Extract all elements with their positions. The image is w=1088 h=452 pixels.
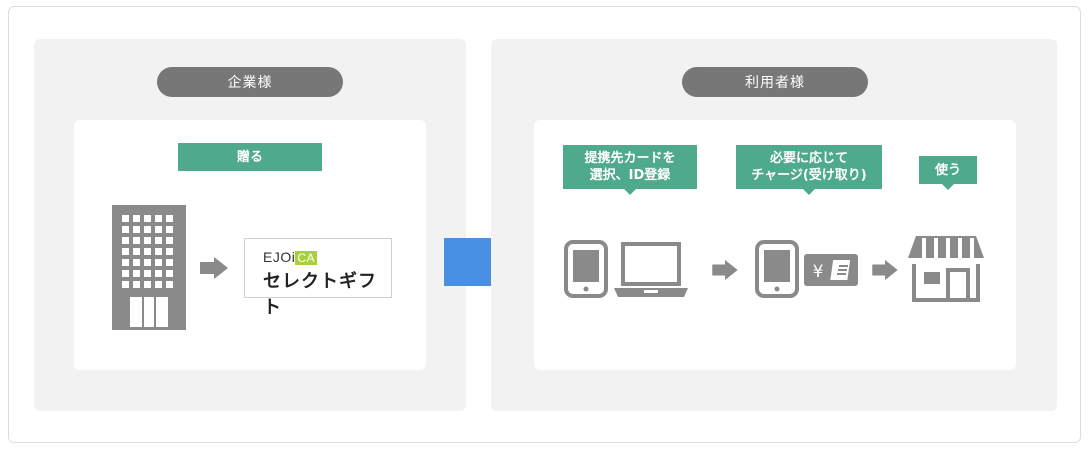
building-window xyxy=(166,248,173,255)
office-building-icon xyxy=(112,205,186,330)
building-window xyxy=(155,248,162,255)
building-window xyxy=(144,237,151,244)
arrow-right-icon xyxy=(712,260,738,280)
building-window xyxy=(144,226,151,233)
building-window xyxy=(122,270,129,277)
building-window xyxy=(122,281,129,288)
store-icon xyxy=(908,236,984,302)
step-charge-tag: 必要に応じて チャージ(受け取り) xyxy=(736,145,882,195)
logo-product-name: セレクトギフト xyxy=(263,271,377,318)
laptop-icon xyxy=(614,242,688,297)
building-window xyxy=(166,226,173,233)
logo-brand-suffix: CA xyxy=(295,251,318,265)
step-use-label: 使う xyxy=(934,162,961,178)
building-window xyxy=(155,270,162,277)
yen-receipt-icon: ¥ xyxy=(804,254,858,286)
user-header: 利用者様 xyxy=(682,67,868,97)
building-window xyxy=(144,270,151,277)
building-window xyxy=(133,215,140,222)
arrow-right-icon xyxy=(872,260,898,280)
step-register-line1: 提携先カードを xyxy=(584,151,676,166)
building-window xyxy=(166,215,173,222)
building-window xyxy=(133,270,140,277)
building-window xyxy=(144,259,151,266)
building-window xyxy=(144,281,151,288)
building-window xyxy=(122,248,129,255)
building-window xyxy=(166,281,173,288)
gift-tag: 贈る xyxy=(178,143,322,171)
building-window xyxy=(155,237,162,244)
building-window xyxy=(155,215,162,222)
building-window xyxy=(155,226,162,233)
building-window xyxy=(155,259,162,266)
building-window xyxy=(155,281,162,288)
step-charge-line2: チャージ(受け取り) xyxy=(751,168,867,183)
building-window xyxy=(166,270,173,277)
building-window xyxy=(166,259,173,266)
building-window xyxy=(133,248,140,255)
building-window xyxy=(133,281,140,288)
building-window xyxy=(122,237,129,244)
step-register-line2: 選択、ID登録 xyxy=(589,168,671,183)
building-window xyxy=(133,237,140,244)
building-window xyxy=(144,215,151,222)
building-window xyxy=(166,237,173,244)
building-window xyxy=(133,259,140,266)
step-register-tag: 提携先カードを 選択、ID登録 xyxy=(563,145,697,195)
svg-text:¥: ¥ xyxy=(813,262,824,282)
logo-brand-prefix: EJOi xyxy=(263,249,296,265)
building-window xyxy=(122,259,129,266)
building-window xyxy=(122,215,129,222)
building-window xyxy=(122,226,129,233)
step-use-tag: 使う xyxy=(919,156,977,190)
company-header: 企業様 xyxy=(157,67,343,97)
smartphone-icon xyxy=(564,240,608,298)
step-charge-line1: 必要に応じて xyxy=(769,151,848,166)
building-window xyxy=(133,226,140,233)
arrow-right-icon xyxy=(200,257,228,279)
smartphone-icon xyxy=(755,240,799,298)
building-window xyxy=(144,248,151,255)
